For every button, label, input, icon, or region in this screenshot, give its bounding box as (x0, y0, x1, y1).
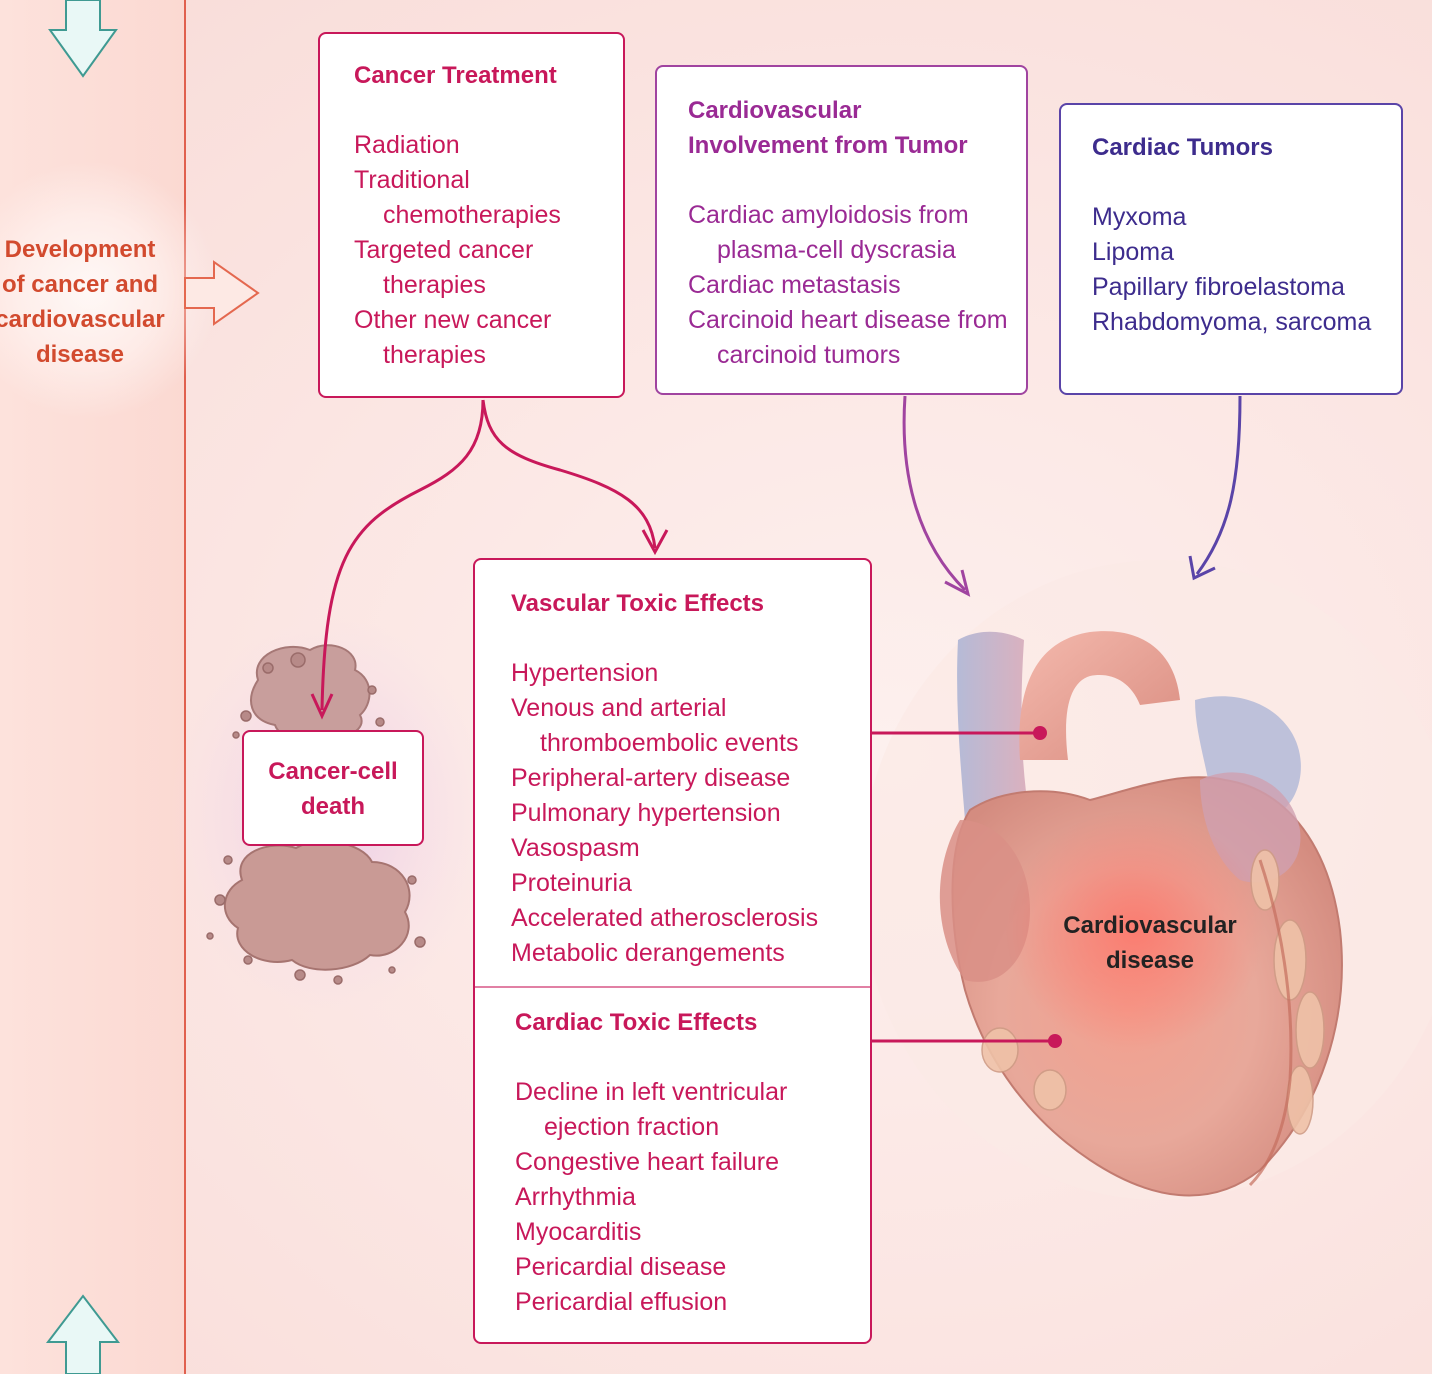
vascular-toxic-title: Vascular Toxic Effects (511, 590, 765, 617)
down-arrow-icon (48, 0, 118, 78)
cancer-cell-death-label: Cancer-cell death (268, 758, 398, 820)
vascular-leader-dot (1033, 726, 1047, 740)
arrowhead-cv-involvement-icon (944, 569, 971, 597)
cardiac-toxic-title: Cardiac Toxic Effects (515, 1009, 758, 1036)
list-item: Radiation (354, 131, 460, 159)
list-item: Proteinuria (511, 869, 632, 897)
list-item: Rhabdomyoma, sarcoma (1092, 308, 1372, 336)
list-item: Myxoma (1092, 203, 1187, 231)
section-divider (475, 986, 870, 988)
cv-involvement-box: Cardiovascular Involvement from Tumor Ca… (655, 65, 1028, 395)
arrow-from-cardiac-tumors (1195, 395, 1242, 575)
cv-involvement-title: Cardiovascular Involvement from Tumor (688, 97, 968, 159)
cardiac-toxic-list: Decline in left ventricular ejection fra… (515, 1075, 860, 1320)
arrow-to-cancer-cell-death (320, 399, 485, 711)
list-item: Cardiac amyloidosis from plasma-cell dys… (688, 201, 969, 264)
toxic-effects-box: Vascular Toxic Effects Hypertension Veno… (473, 558, 872, 1344)
list-item: Pulmonary hypertension (511, 799, 781, 827)
arrow-to-vascular-toxic (481, 399, 657, 549)
cancer-treatment-list: Radiation Traditional chemotherapies Tar… (354, 128, 623, 373)
heart-core-glow (1005, 810, 1265, 1050)
list-item: Cardiac metastasis (688, 271, 901, 299)
list-item: Myocarditis (515, 1218, 642, 1246)
list-item: Peripheral-artery disease (511, 764, 791, 792)
list-item: Lipoma (1092, 238, 1174, 266)
sidebar-glow (0, 160, 220, 420)
heart-label: Cardiovascular disease (1063, 912, 1237, 974)
aorta (1019, 631, 1180, 760)
list-item: Vasospasm (511, 834, 640, 862)
cardiac-toxic-section: Cardiac Toxic Effects Decline in left ve… (515, 1005, 860, 1320)
vascular-toxic-list: Hypertension Venous and arterial thrombo… (511, 656, 860, 971)
cell-fragments (206, 652, 426, 985)
cancer-cell-death-box: Cancer-cell death (242, 730, 424, 846)
list-item: Papillary fibroelastoma (1092, 273, 1345, 301)
arrowhead-cardiac-tumors-icon (1188, 555, 1216, 581)
vascular-toxic-section: Vascular Toxic Effects Hypertension Veno… (511, 586, 860, 971)
cardiac-tumors-title: Cardiac Tumors (1092, 134, 1273, 161)
list-item: Carcinoid heart disease from carcinoid t… (688, 306, 1008, 369)
superior-vena-cava (957, 631, 1030, 820)
list-item: Accelerated atherosclerosis (511, 904, 819, 932)
arrow-from-cv-involvement (902, 395, 967, 592)
list-item: Pericardial disease (515, 1253, 727, 1281)
list-item: Other new cancer therapies (354, 306, 552, 369)
cv-involvement-list: Cardiac amyloidosis from plasma-cell dys… (688, 198, 1026, 373)
cardiac-leader-dot (1048, 1034, 1062, 1048)
arrowhead-vascular-icon (641, 529, 669, 556)
list-item: Congestive heart failure (515, 1148, 780, 1176)
right-arrow-icon (184, 260, 260, 326)
cardiac-tumors-list: Myxoma Lipoma Papillary fibroelastoma Rh… (1092, 200, 1401, 340)
list-item: Pericardial effusion (515, 1288, 728, 1316)
cancer-cell-top (250, 644, 371, 743)
list-item: Metabolic derangements (511, 939, 785, 967)
up-arrow-icon (45, 1294, 121, 1374)
cardiac-tumors-box: Cardiac Tumors Myxoma Lipoma Papillary f… (1059, 103, 1403, 395)
coronary-vessel (1248, 859, 1293, 1187)
cancer-treatment-title: Cancer Treatment (354, 62, 557, 89)
list-item: Decline in left ventricular ejection fra… (515, 1078, 788, 1141)
cancer-treatment-box: Cancer Treatment Radiation Traditional c… (318, 32, 625, 398)
sidebar-label: Development of cancer and cardiovascular… (0, 236, 165, 368)
list-item: Targeted cancer therapies (354, 236, 534, 299)
list-item: Venous and arterial thromboembolic event… (511, 694, 799, 757)
coronary-fat (981, 849, 1325, 1135)
list-item: Hypertension (511, 659, 659, 687)
list-item: Traditional chemotherapies (354, 166, 561, 229)
arrowhead-cell-death-icon (310, 693, 334, 720)
list-item: Arrhythmia (515, 1183, 636, 1211)
